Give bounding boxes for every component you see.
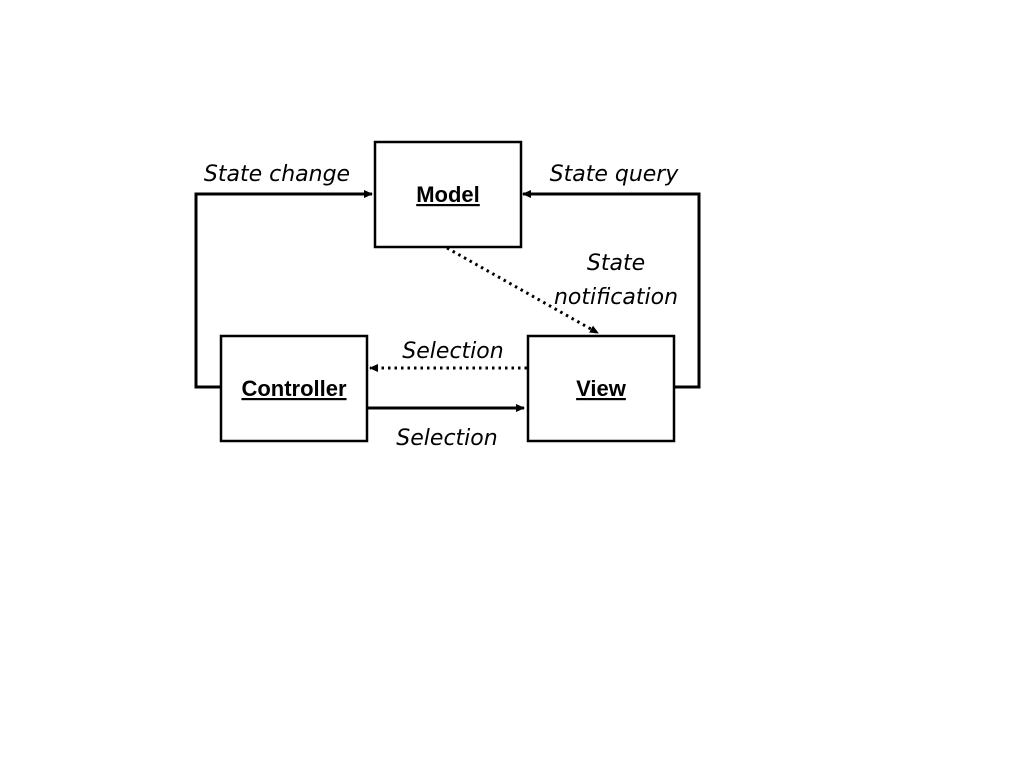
controller-label: Controller (241, 376, 347, 401)
selection-top-label: Selection (402, 339, 503, 364)
model-node: Model (373, 140, 523, 249)
state-change-arrow (194, 190, 373, 389)
state-query-arrow (522, 190, 701, 389)
view-box (526, 334, 676, 443)
state-notification-label-line1: State (587, 251, 645, 276)
state-query-label: State query (550, 162, 680, 187)
view-node: View (526, 334, 676, 443)
state-change-label: State change (204, 162, 350, 187)
view-label: View (576, 376, 627, 401)
state-notification-label-line2: notification (554, 285, 678, 310)
controller-node: Controller (219, 334, 369, 443)
selection-bottom-label: Selection (396, 426, 497, 451)
controller-box (219, 334, 369, 443)
model-label: Model (416, 182, 480, 207)
state-notification-arrow (446, 246, 599, 335)
model-box (373, 140, 523, 249)
